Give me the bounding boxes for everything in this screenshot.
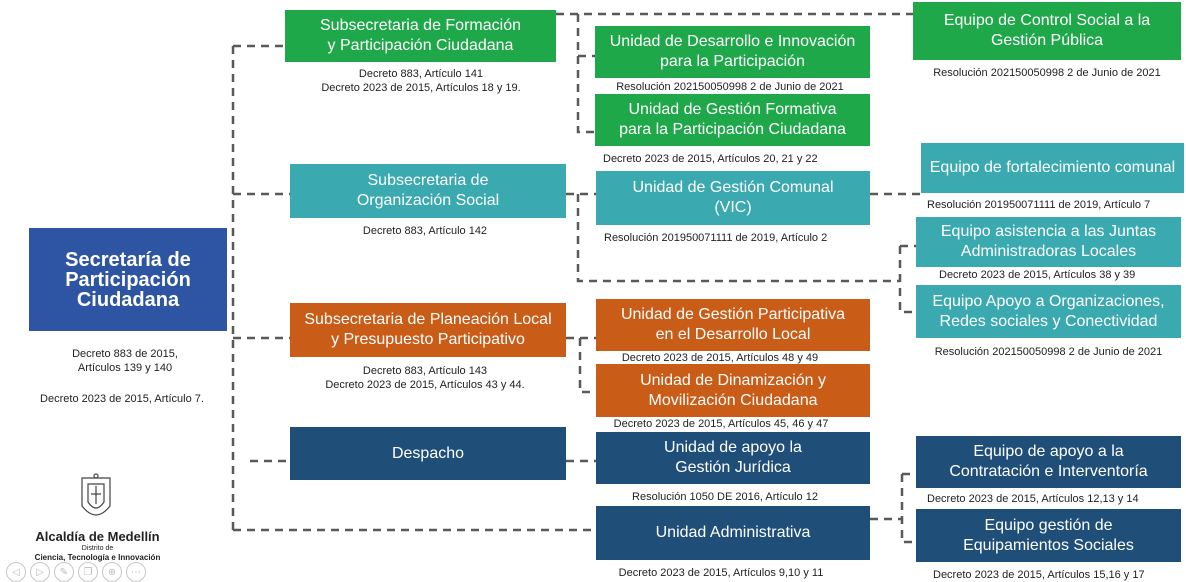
unidad-gestion-comunal-label: Unidad de Gestión Comunal (VIC) [632, 179, 834, 216]
copy-icon[interactable]: ❐ [78, 562, 98, 582]
logo-name: Alcaldía de Medellín [35, 529, 160, 544]
unidad-gestion-participativa-label: Unidad de Gestión Participativa en el De… [620, 306, 846, 343]
equipo-equipamientos-label: Equipo gestión de Equipamientos Sociales [963, 516, 1134, 554]
equipo-contratacion-box: Equipo de apoyo a la Contratación e Inte… [916, 436, 1181, 488]
unidad-desarrollo-innovacion-box: Unidad de Desarrollo e Innovación para l… [595, 26, 870, 78]
unidad-gestion-formativa-box: Unidad de Gestión Formativa para la Part… [595, 94, 870, 146]
unidad-gestion-formativa-caption: Decreto 2023 de 2015, Artículos 20, 21 y… [603, 153, 818, 165]
root-caption-2: Decreto 2023 de 2015, Artículo 7. [40, 393, 204, 405]
logo-line2: Distrito de [81, 545, 114, 552]
equipo-apoyo-organizaciones-caption: Resolución 202150050998 2 de Junio de 20… [934, 346, 1163, 358]
unidad-administrativa-label: Unidad Administrativa [655, 524, 811, 541]
back-icon[interactable]: ◁ [6, 562, 26, 582]
subsecretaria-formacion-box: Subsecretaria de Formación y Participaci… [285, 10, 556, 62]
unidad-gestion-participativa-caption: Decreto 2023 de 2015, Artículos 48 y 49 [621, 352, 819, 364]
equipo-control-social-label: Equipo de Control Social a la Gestión Pú… [943, 12, 1151, 49]
unidad-gestion-juridica-box: Unidad de apoyo la Gestión Jurídica [596, 432, 870, 484]
coat-of-arms-icon [81, 473, 111, 516]
equipo-control-social-caption: Resolución 202150050998 2 de Junio de 20… [933, 67, 1161, 79]
subsecretaria-planeacion-caption: Decreto 883, Artículo 143 Decreto 2023 d… [325, 365, 525, 391]
equipo-apoyo-organizaciones-box: Equipo Apoyo a Organizaciones, Redes soc… [916, 285, 1181, 338]
equipo-contratacion-caption: Decreto 2023 de 2015, Artículos 12,13 y … [927, 493, 1139, 505]
forward-icon[interactable]: ▷ [30, 562, 50, 582]
root-label: Secretaría de Participación Ciudadana [65, 248, 191, 311]
equipo-control-social-box: Equipo de Control Social a la Gestión Pú… [913, 2, 1181, 60]
subsecretaria-organizacion-label: Subsecretaria de Organización Social [356, 172, 500, 209]
subsecretaria-formacion-caption: Decreto 883, Artículo 141 Decreto 2023 d… [321, 68, 521, 94]
unidad-gestion-juridica-caption: Resolución 1050 DE 2016, Artículo 12 [632, 491, 818, 503]
unidad-gestion-formativa-label: Unidad de Gestión Formativa para la Part… [619, 101, 846, 138]
zoom-icon[interactable]: ⊕ [102, 562, 122, 582]
unidad-gestion-comunal-box: Unidad de Gestión Comunal (VIC) [596, 171, 870, 225]
subsecretaria-planeacion-box: Subsecretaria de Planeación Local y Pres… [290, 303, 566, 357]
unidad-dinamizacion-box: Unidad de Dinamización y Movilización Ci… [596, 364, 870, 417]
equipo-equipamientos-box: Equipo gestión de Equipamientos Sociales [916, 509, 1181, 562]
equipo-contratacion-label: Equipo de apoyo a la Contratación e Inte… [949, 443, 1148, 480]
unidad-dinamizacion-caption: Decreto 2023 de 2015, Artículos 45, 46 y… [613, 418, 829, 430]
equipo-juntas-administradoras-caption: Decreto 2023 de 2015, Artículos 38 y 39 [939, 269, 1136, 281]
unidad-gestion-juridica-label: Unidad de apoyo la Gestión Jurídica [664, 439, 802, 476]
despacho-box: Despacho [290, 427, 566, 480]
unidad-gestion-comunal-caption: Resolución 201950071111 de 2019, Artícul… [604, 232, 828, 244]
logo-line3: Ciencia, Tecnología e Innovación [34, 553, 161, 562]
pen-icon[interactable]: ✎ [54, 562, 74, 582]
slide-nav-bar: ◁ ▷ ✎ ❐ ⊕ ⋯ [6, 562, 146, 582]
equipo-juntas-administradoras-box: Equipo asistencia a las Juntas Administr… [916, 217, 1181, 267]
more-icon[interactable]: ⋯ [126, 562, 146, 582]
root-caption-1: Decreto 883 de 2015, Artículos 139 y 140 [72, 348, 178, 374]
unidad-dinamizacion-label: Unidad de Dinamización y Movilización Ci… [640, 371, 826, 409]
unidad-desarrollo-innovacion-caption: Resolución 202150050998 2 de Junio de 20… [616, 81, 844, 93]
equipo-fortalecimiento-comunal-box: Equipo de fortalecimiento comunal [921, 143, 1184, 193]
equipo-equipamientos-caption: Decreto 2023 de 2015, Artículos 15,16 y … [933, 569, 1145, 581]
equipo-apoyo-organizaciones-label: Equipo Apoyo a Organizaciones, Redes soc… [932, 292, 1165, 330]
equipo-fortalecimiento-comunal-caption: Resolución 201950071111 de 2019, Artícul… [927, 199, 1151, 211]
unidad-gestion-participativa-box: Unidad de Gestión Participativa en el De… [596, 299, 870, 351]
unidad-administrativa-box: Unidad Administrativa [596, 506, 870, 560]
subsecretaria-organizacion-caption: Decreto 883, Artículo 142 [362, 225, 488, 237]
root-secretaria-box: Secretaría de Participación Ciudadana [29, 228, 227, 331]
subsecretaria-planeacion-label: Subsecretaria de Planeación Local y Pres… [304, 311, 552, 348]
unidad-desarrollo-innovacion-label: Unidad de Desarrollo e Innovación para l… [609, 33, 856, 70]
despacho-label: Despacho [391, 444, 465, 462]
unidad-administrativa-caption: Decreto 2023 de 2015, Artículos 9,10 y 1… [618, 567, 824, 579]
subsecretaria-organizacion-box: Subsecretaria de Organización Social [290, 164, 566, 218]
equipo-fortalecimiento-comunal-label: Equipo de fortalecimiento comunal [929, 159, 1176, 176]
alcaldia-logo: Alcaldía de Medellín Distrito de Ciencia… [6, 472, 186, 582]
subsecretaria-formacion-label: Subsecretaria de Formación y Participaci… [320, 17, 521, 54]
equipo-juntas-administradoras-label: Equipo asistencia a las Juntas Administr… [940, 223, 1157, 260]
